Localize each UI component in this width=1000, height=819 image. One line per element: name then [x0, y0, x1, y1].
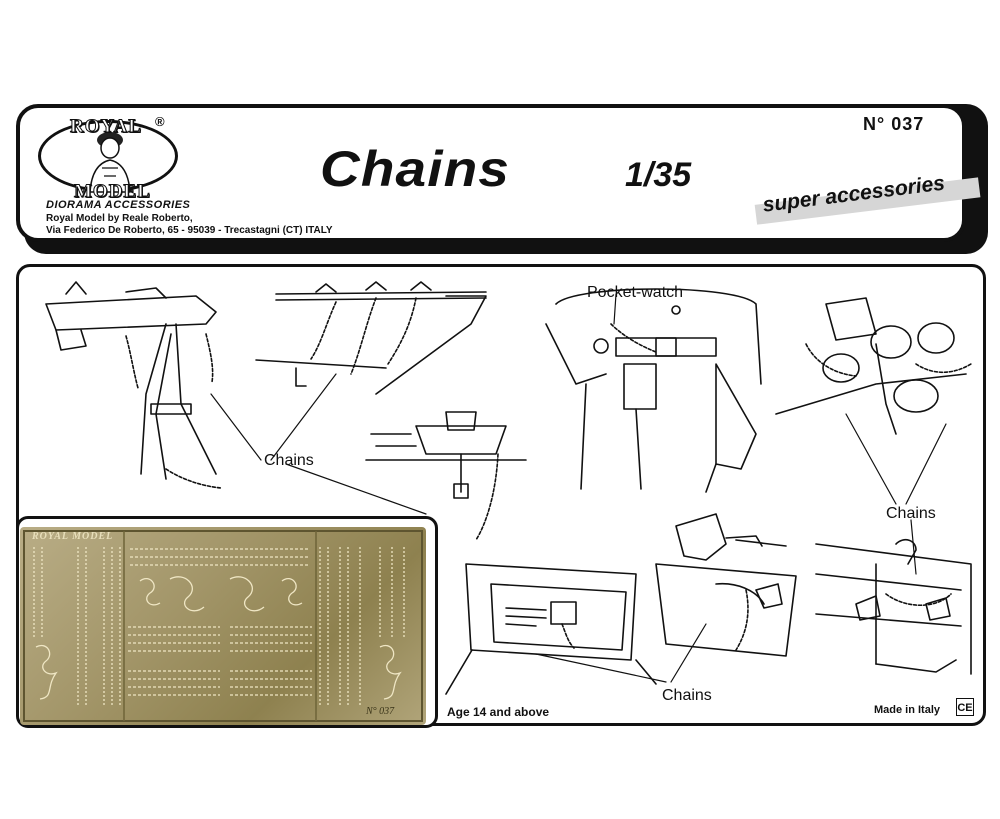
logo-subtitle: DIORAMA ACCESSORIES: [46, 199, 191, 211]
logo-top-text: ROYAL: [70, 116, 142, 138]
tailgate-drawing: [255, 281, 487, 395]
label-chains-left: Chains: [264, 452, 314, 469]
machine-gun-drawing: [45, 281, 222, 489]
address-line-1: Royal Model by Reale Roberto,: [46, 213, 193, 224]
hatch-covers-drawing: [775, 297, 972, 435]
label-chains-bottom: Chains: [662, 687, 712, 704]
registered-mark: ®: [155, 114, 165, 129]
hitch-drawing: [365, 411, 527, 541]
rear-gate-drawing: [815, 538, 972, 675]
ce-mark-icon: CE: [956, 698, 974, 716]
header-panel: [16, 104, 966, 242]
product-number: N° 037: [863, 114, 925, 134]
fret-number-text: N° 037: [366, 706, 395, 717]
address-line-2: Via Federico De Roberto, 65 - 95039 - Tr…: [46, 225, 333, 236]
age-notice: Age 14 and above: [447, 705, 550, 719]
label-pocket-watch: Pocket-watch: [587, 284, 684, 301]
chain-usage-illustrations: [45, 281, 972, 695]
product-title: Chains: [320, 141, 510, 197]
soldier-logo-icon: [89, 132, 131, 193]
photo-etch-fret: [20, 527, 426, 725]
fret-brand-text: ROYAL MODEL: [32, 531, 114, 542]
logo-bottom-text: MODEL: [74, 181, 151, 203]
soldier-drawing: [545, 288, 762, 493]
made-in-label: Made in Italy: [874, 704, 941, 716]
tow-hook-drawing: [655, 513, 797, 657]
scale-label: 1/35: [625, 156, 692, 194]
side-panel-drawing: [445, 563, 657, 695]
callout-lines: [210, 293, 947, 683]
fret-parts-icon: [23, 530, 423, 722]
label-chains-right: Chains: [886, 505, 936, 522]
